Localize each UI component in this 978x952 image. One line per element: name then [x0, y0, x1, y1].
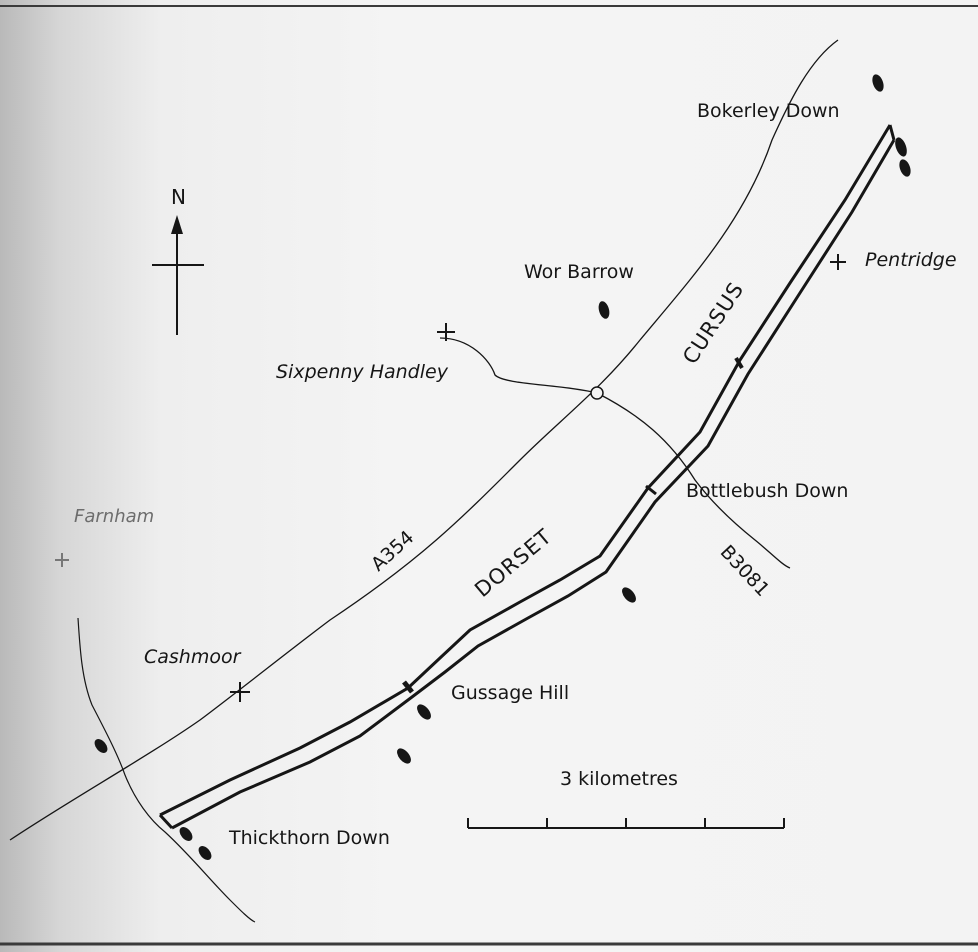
- barrow-marker: [872, 74, 884, 92]
- sixpenny-handley-cross-icon: [437, 323, 455, 341]
- farnham-cross-icon: [55, 553, 69, 567]
- label-thickthorn-down: Thickthorn Down: [229, 827, 390, 849]
- b3081-road-line: [439, 337, 791, 569]
- label-sixpenny-handley: Sixpenny Handley: [276, 361, 448, 383]
- barrow-marker: [94, 739, 108, 753]
- barrow-marker: [598, 301, 610, 319]
- road-junction-marker: [590, 386, 604, 400]
- barrow-marker: [417, 704, 431, 720]
- stream-line: [77, 617, 256, 923]
- scale-bar: [467, 818, 785, 829]
- label-bottlebush-down: Bottlebush Down: [686, 480, 849, 502]
- label-wor-barrow: Wor Barrow: [524, 261, 634, 283]
- label-farnham: Farnham: [74, 506, 155, 527]
- long-barrow-markers: [94, 74, 911, 860]
- cursus-monument: [158, 124, 896, 830]
- barrow-marker: [895, 137, 907, 157]
- north-label: N: [171, 185, 186, 209]
- label-cashmoor: Cashmoor: [144, 646, 241, 668]
- scale-label: 3 kilometres: [560, 768, 678, 790]
- a354-road-line: [9, 39, 839, 841]
- pentridge-cross-icon: [830, 254, 846, 270]
- barrow-marker: [397, 748, 411, 764]
- barrow-marker: [622, 587, 636, 603]
- barrow-marker: [899, 159, 911, 177]
- label-gussage-hill: Gussage Hill: [451, 682, 570, 704]
- label-pentridge: Pentridge: [865, 249, 957, 271]
- barrow-marker: [179, 827, 193, 841]
- cashmoor-cross-icon: [230, 682, 250, 702]
- north-arrow-icon: [152, 215, 204, 335]
- label-bokerley-down: Bokerley Down: [697, 100, 840, 122]
- barrow-marker: [198, 846, 212, 860]
